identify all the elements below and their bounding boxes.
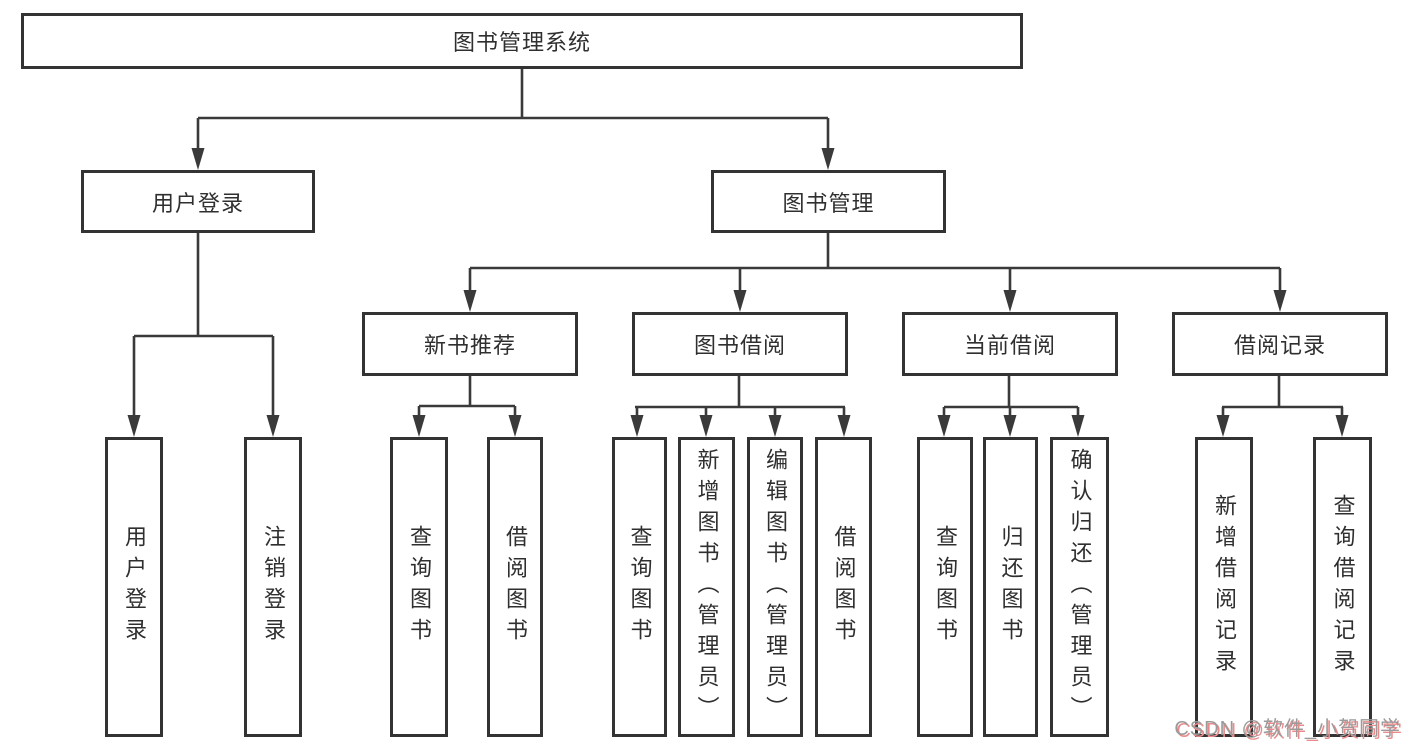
- arrowhead-down-icon: [127, 415, 141, 437]
- node-current-borrowing: 当前借阅: [902, 312, 1118, 376]
- arrowhead-down-icon: [1335, 415, 1349, 437]
- node-borrowing-records: 借阅记录: [1172, 312, 1388, 376]
- arrowhead-down-icon: [1216, 415, 1230, 437]
- arrowhead-down-icon: [768, 415, 782, 437]
- leaf-query-books-recommend: 查询图书: [390, 437, 448, 737]
- leaf-edit-books-admin: 编辑图书（管理员）: [747, 437, 803, 737]
- arrowhead-down-icon: [266, 415, 280, 437]
- leaf-query-borrow-record: 查询借阅记录: [1313, 437, 1372, 737]
- leaf-query-books-borrowing-label: 查询图书: [627, 525, 653, 649]
- leaf-borrow-books-borrowing: 借阅图书: [815, 437, 872, 737]
- leaf-query-books-recommend-label: 查询图书: [407, 525, 432, 649]
- arrowhead-down-icon: [699, 415, 713, 437]
- arrowhead-down-icon: [412, 415, 426, 437]
- arrowhead-down-icon: [1003, 415, 1017, 437]
- leaf-user-login-label: 用户登录: [122, 525, 147, 649]
- leaf-add-books-admin: 新增图书（管理员）: [678, 437, 735, 737]
- leaf-logout: 注销登录: [244, 437, 302, 737]
- arrowhead-down-icon: [191, 148, 205, 170]
- arrowhead-down-icon: [937, 415, 951, 437]
- arrowhead-down-icon: [1273, 290, 1287, 312]
- leaf-return-books-label: 归还图书: [998, 525, 1024, 649]
- leaf-query-books-current: 查询图书: [917, 437, 973, 737]
- arrowhead-down-icon: [463, 290, 477, 312]
- leaf-add-borrow-record: 新增借阅记录: [1195, 437, 1253, 737]
- leaf-borrow-books-borrowing-label: 借阅图书: [831, 525, 857, 649]
- leaf-confirm-return-admin: 确认归还（管理员）: [1050, 437, 1109, 737]
- node-library-management-system: 图书管理系统: [21, 13, 1023, 69]
- leaf-edit-books-admin-label: 编辑图书（管理员）: [763, 447, 788, 727]
- arrowhead-down-icon: [1071, 415, 1085, 437]
- leaf-add-borrow-record-label: 新增借阅记录: [1212, 494, 1237, 680]
- leaf-return-books: 归还图书: [983, 437, 1038, 737]
- arrowhead-down-icon: [733, 290, 747, 312]
- arrowhead-down-icon: [1003, 290, 1017, 312]
- leaf-query-books-current-label: 查询图书: [933, 525, 958, 649]
- leaf-borrow-books-recommend-label: 借阅图书: [503, 525, 528, 649]
- leaf-user-login: 用户登录: [105, 437, 163, 737]
- node-book-borrowing: 图书借阅: [632, 312, 848, 376]
- leaf-query-borrow-record-label: 查询借阅记录: [1330, 494, 1356, 680]
- leaf-query-books-borrowing: 查询图书: [612, 437, 667, 737]
- node-book-management: 图书管理: [711, 170, 946, 233]
- csdn-watermark: CSDN @软件_小贺同学: [1174, 718, 1401, 740]
- node-user-login: 用户登录: [81, 170, 315, 233]
- arrowhead-down-icon: [821, 148, 835, 170]
- leaf-borrow-books-recommend: 借阅图书: [487, 437, 543, 737]
- leaf-logout-label: 注销登录: [261, 525, 286, 649]
- node-new-book-recommendation: 新书推荐: [362, 312, 578, 376]
- arrowhead-down-icon: [630, 415, 644, 437]
- leaf-add-books-admin-label: 新增图书（管理员）: [694, 447, 720, 727]
- leaf-confirm-return-admin-label: 确认归还（管理员）: [1067, 447, 1093, 727]
- arrowhead-down-icon: [508, 415, 522, 437]
- arrowhead-down-icon: [837, 415, 851, 437]
